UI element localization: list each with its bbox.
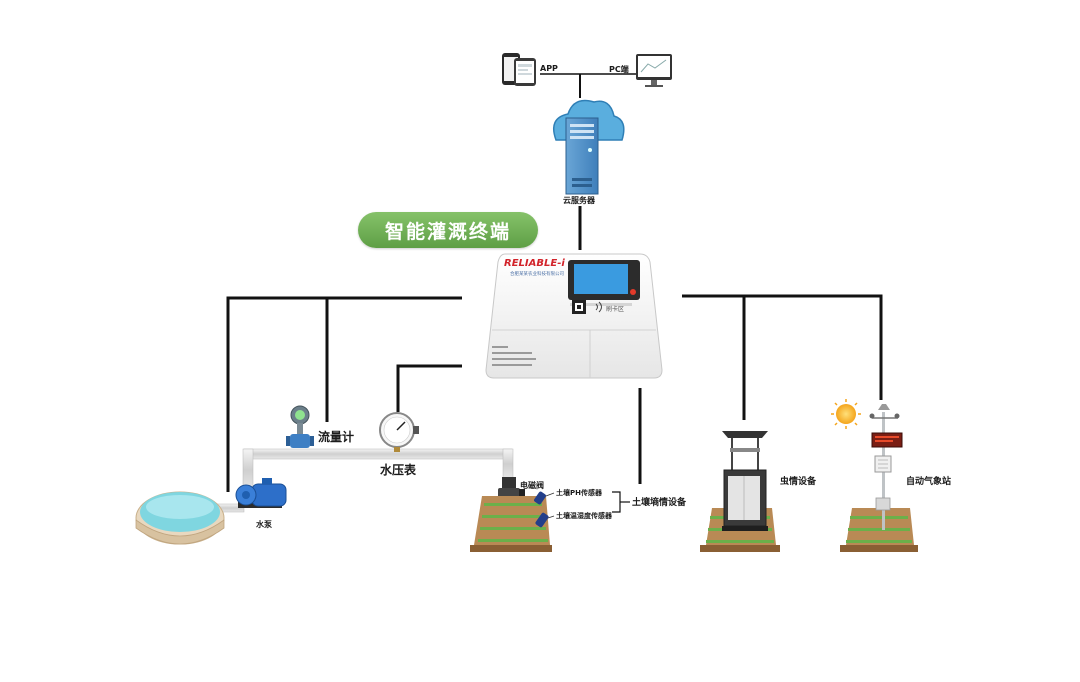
title-badge: 智能灌溉终端 xyxy=(358,212,538,248)
label-soil-device: 土壤墒情设备 xyxy=(632,498,687,508)
terminal-brand: RELIABLE-i xyxy=(504,258,565,269)
label-insect-device: 虫情设备 xyxy=(780,477,817,487)
monitor-icon xyxy=(636,54,672,87)
moisture-sensor-icon xyxy=(535,512,549,528)
terminal-power-button xyxy=(630,289,636,295)
label-flow-meter: 流量计 xyxy=(318,430,355,444)
label-pump: 水泵 xyxy=(256,520,272,529)
connection-lines xyxy=(226,73,883,513)
line-terminal-right xyxy=(682,294,883,400)
terminal-screen xyxy=(574,264,628,294)
water-pond xyxy=(135,491,225,545)
label-ph-sensor: 土壤PH传感器 xyxy=(556,489,602,497)
label-pc: PC端 xyxy=(609,65,629,74)
irrigation-terminal xyxy=(485,253,663,379)
terminal-company: 合肥某某农业科技有限公司 xyxy=(510,272,564,277)
terminal-port-labels xyxy=(492,346,536,366)
label-solenoid-valve: 电磁阀 xyxy=(520,481,544,490)
label-pressure-gauge: 水压表 xyxy=(380,463,417,477)
label-weather-station: 自动气象站 xyxy=(906,477,952,487)
soil-field-3 xyxy=(840,508,918,552)
label-app: APP xyxy=(540,64,558,73)
label-moisture-sensor: 土壤温湿度传感器 xyxy=(556,512,612,520)
water-pump-icon xyxy=(235,478,287,508)
crop-rows xyxy=(478,503,548,542)
line-to-gauge xyxy=(396,364,462,412)
soil-field-1 xyxy=(470,491,555,552)
ph-sensor-icon xyxy=(534,491,546,505)
line-terminal-left xyxy=(226,296,462,492)
flow-meter-icon xyxy=(286,405,314,448)
solenoid-valve-icon xyxy=(498,477,525,498)
cloud-server-icon xyxy=(553,99,625,195)
label-cloud-server: 云服务器 xyxy=(563,196,595,205)
weather-station-icon xyxy=(869,404,903,530)
terminal-card-label: 刷卡区 xyxy=(606,306,625,313)
pressure-gauge-icon xyxy=(379,412,419,452)
sun-icon xyxy=(831,399,861,429)
phone-icon xyxy=(502,53,536,86)
line-soil-bracket xyxy=(612,491,621,513)
insect-device-icon xyxy=(722,431,768,531)
nfc-icon xyxy=(595,301,602,313)
